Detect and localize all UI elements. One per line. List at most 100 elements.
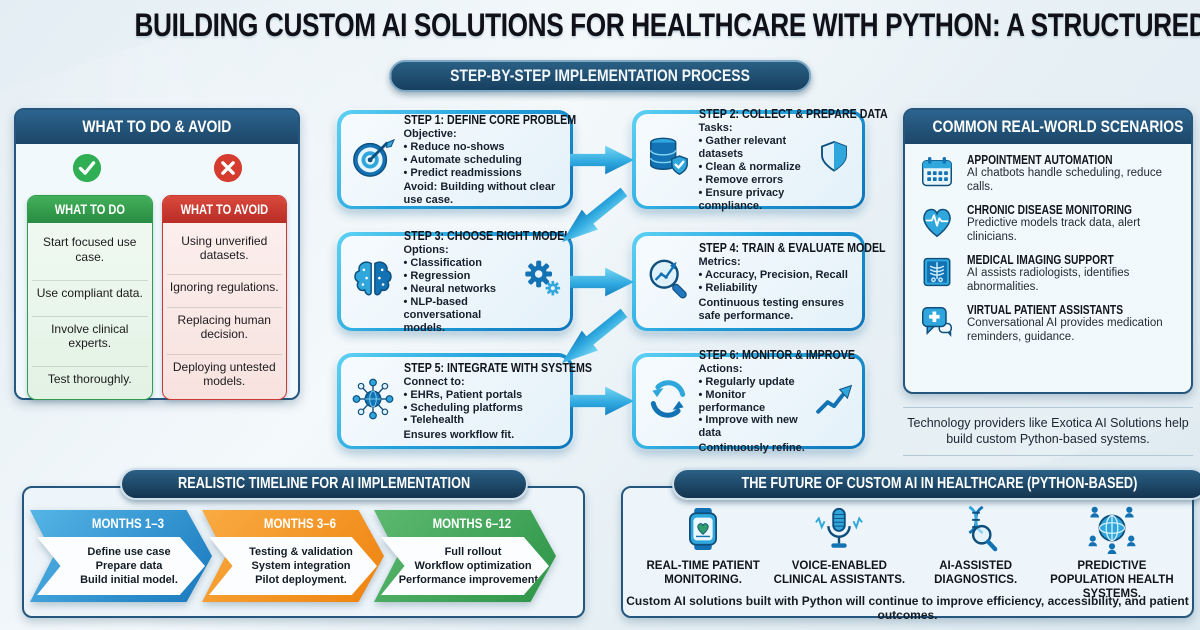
step-bullet: Reliability bbox=[699, 282, 854, 295]
do-item: Start focused use case. bbox=[43, 235, 137, 264]
step-bullet: Predict readmissions bbox=[404, 167, 562, 180]
step-lead: Options: bbox=[403, 244, 449, 257]
step-bullet: Classification bbox=[404, 257, 515, 270]
scenarios-header: COMMON REAL-WORLD SCENARIOS bbox=[905, 110, 1191, 144]
step-bullet: NLP-based conversational models. bbox=[404, 296, 515, 335]
step-footer: Continuously refine. bbox=[698, 442, 805, 455]
x-circle-icon bbox=[213, 153, 242, 183]
step-1-box: STEP 1: DEFINE CORE PROBLEM Objective: R… bbox=[337, 110, 576, 209]
do-avoid-icons-row bbox=[16, 153, 298, 188]
page-title: BUILDING CUSTOM AI SOLUTIONS FOR HEALTHC… bbox=[134, 7, 1200, 43]
step-bullet: Scheduling platforms bbox=[404, 402, 562, 415]
check-circle-icon bbox=[72, 153, 101, 183]
step-bullet: Neural networks bbox=[404, 283, 515, 296]
calendar-icon bbox=[922, 157, 952, 187]
refresh-icon bbox=[650, 379, 685, 418]
step-bullet: Clean & normalize bbox=[699, 161, 807, 174]
providers-note: Technology providers like Exotica AI Sol… bbox=[903, 407, 1193, 457]
step-title: STEP 3: CHOOSE RIGHT MODEL bbox=[403, 228, 571, 244]
step-bullet: Ensure privacy compliance. bbox=[699, 187, 807, 213]
step-bullet: Monitor performance bbox=[699, 389, 807, 415]
do-item: Involve clinical experts. bbox=[32, 315, 148, 356]
avoid-item: Using unverified datasets. bbox=[181, 233, 268, 262]
trend-arrow-icon bbox=[815, 384, 852, 414]
shield-icon bbox=[820, 140, 847, 172]
step-bullet: Accuracy, Precision, Recall bbox=[699, 269, 854, 282]
timeline-phases: MONTHS 1–3 Define use case Prepare data … bbox=[30, 510, 556, 602]
magnifier-chart-icon bbox=[649, 259, 687, 299]
step-title: STEP 2: COLLECT & PREPARE DATA bbox=[698, 106, 888, 122]
target-icon bbox=[352, 138, 395, 177]
gears-icon bbox=[524, 260, 560, 296]
step-bullet: Regression bbox=[404, 270, 515, 283]
smartwatch-icon bbox=[689, 508, 718, 550]
flow-arrow-right-icon bbox=[570, 145, 634, 175]
step-footer: Ensures workflow fit. bbox=[403, 429, 515, 442]
timeline-header: REALISTIC TIMELINE FOR AI IMPLEMENTATION bbox=[120, 468, 529, 500]
flow-arrow-right-icon bbox=[570, 267, 634, 297]
step-4-box: STEP 4: TRAIN & EVALUATE MODEL Metrics: … bbox=[632, 232, 885, 331]
step-3-box: STEP 3: CHOOSE RIGHT MODEL Options: Clas… bbox=[337, 228, 573, 334]
microphone-icon bbox=[815, 507, 864, 548]
dna-magnifier-icon bbox=[968, 505, 997, 552]
step-5-box: STEP 5: INTEGRATE WITH SYSTEMS Connect t… bbox=[337, 353, 591, 449]
step-title: STEP 6: MONITOR & IMPROVE bbox=[698, 346, 855, 362]
avoid-item: Ignoring regulations. bbox=[166, 274, 282, 299]
step-lead: Actions: bbox=[698, 362, 743, 375]
step-lead: Metrics: bbox=[698, 256, 741, 269]
step-footer: Continuous testing ensures safe performa… bbox=[698, 296, 844, 322]
network-icon bbox=[352, 378, 393, 419]
step-bullet: EHRs, Patient portals bbox=[404, 389, 562, 402]
brain-icon bbox=[353, 261, 392, 296]
heart-pulse-icon bbox=[923, 208, 951, 238]
step-title: STEP 4: TRAIN & EVALUATE MODEL bbox=[698, 240, 886, 256]
step-bullet: Telehealth bbox=[404, 414, 562, 427]
step-6-box: STEP 6: MONITOR & IMPROVE Actions: Regul… bbox=[632, 347, 865, 454]
future-item: PREDICTIVE POPULATION HEALTH SYSTEMS. bbox=[1044, 500, 1180, 601]
step-2-box: STEP 2: COLLECT & PREPARE DATA Tasks: Ga… bbox=[632, 106, 887, 212]
step-bullet: Gather relevant datasets bbox=[699, 135, 807, 161]
future-footer: Custom AI solutions built with Python wi… bbox=[626, 594, 1189, 622]
chat-medical-icon bbox=[922, 307, 952, 337]
flow-arrow-right-icon bbox=[570, 386, 634, 416]
step-bullet: Regularly update bbox=[699, 376, 807, 389]
step-footer: Avoid: Building without clear use case. bbox=[403, 181, 556, 207]
database-shield-icon bbox=[649, 137, 688, 176]
future-box bbox=[621, 486, 1194, 618]
process-badge: STEP-BY-STEP IMPLEMENTATION PROCESS bbox=[389, 60, 811, 92]
future-items-row: REAL-TIME PATIENT MONITORING. VOICE-ENAB… bbox=[621, 500, 1194, 601]
step-lead: Tasks: bbox=[698, 122, 733, 135]
do-item: Test thoroughly. bbox=[32, 366, 148, 391]
do-avoid-panel: WHAT TO DO & AVOID WHAT TO DO Start focu… bbox=[14, 108, 300, 400]
step-bullet: Reduce no-shows bbox=[404, 141, 562, 154]
step-lead: Objective: bbox=[403, 127, 457, 140]
do-item: Use compliant data. bbox=[32, 279, 148, 305]
step-bullet: Improve with new data bbox=[699, 414, 807, 440]
future-item: VOICE-ENABLED CLINICAL ASSISTANTS. bbox=[771, 500, 907, 601]
globe-people-icon bbox=[1088, 506, 1136, 554]
do-avoid-header: WHAT TO DO & AVOID bbox=[16, 110, 298, 144]
what-to-do-header: WHAT TO DO bbox=[28, 196, 152, 223]
step-title: STEP 1: DEFINE CORE PROBLEM bbox=[403, 111, 576, 127]
future-header: THE FUTURE OF CUSTOM AI IN HEALTHCARE (P… bbox=[672, 468, 1200, 500]
xray-icon bbox=[923, 257, 951, 287]
future-item: AI-ASSISTED DIAGNOSTICS. bbox=[908, 500, 1044, 601]
what-to-avoid-header: WHAT TO AVOID bbox=[162, 196, 286, 223]
timeline-phase-1: MONTHS 1–3 Define use case Prepare data … bbox=[30, 510, 212, 602]
what-to-do-card: WHAT TO DO Start focused use case. Use c… bbox=[27, 195, 153, 400]
what-to-avoid-card: WHAT TO AVOID Using unverified datasets.… bbox=[161, 195, 287, 400]
step-bullet: Automate scheduling bbox=[404, 154, 562, 167]
step-title: STEP 5: INTEGRATE WITH SYSTEMS bbox=[403, 359, 592, 375]
scenarios-panel: COMMON REAL-WORLD SCENARIOS APPOINTMENT … bbox=[903, 108, 1193, 394]
avoid-item: Replacing human decision. bbox=[166, 306, 282, 347]
timeline-phase-2: MONTHS 3–6 Testing & validation System i… bbox=[202, 510, 384, 602]
step-bullet: Remove errors bbox=[699, 174, 807, 187]
future-item: REAL-TIME PATIENT MONITORING. bbox=[635, 500, 771, 601]
avoid-item: Deploying untested models. bbox=[166, 353, 282, 394]
step-lead: Connect to: bbox=[403, 375, 465, 388]
